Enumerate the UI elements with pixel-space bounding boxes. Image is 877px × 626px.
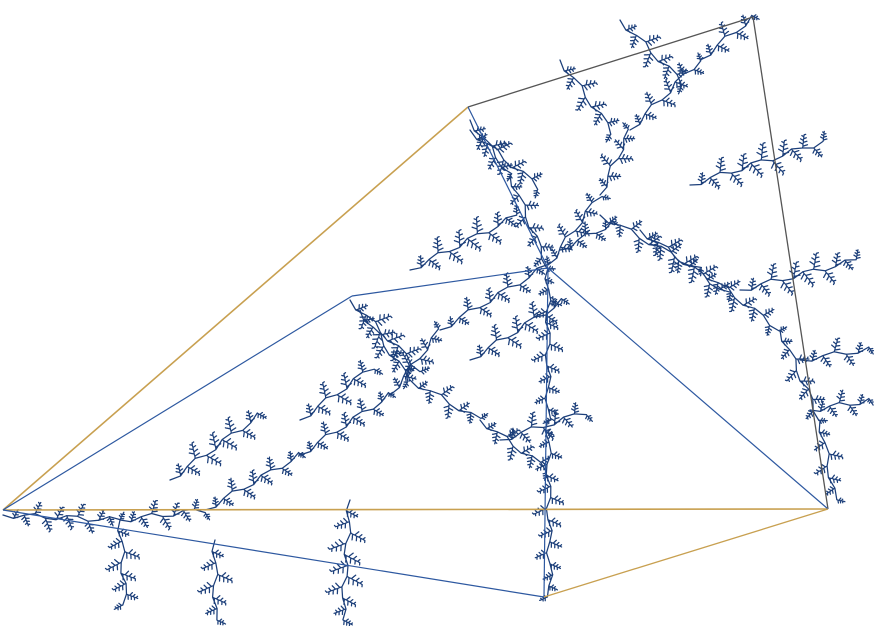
inner-edge-lower — [2, 509, 545, 598]
inner-edge-right — [547, 267, 829, 510]
inner-edge-upper-left — [2, 295, 353, 511]
outer-edge-base — [2, 508, 829, 511]
inner-edge-top-small — [351, 267, 549, 297]
upper-edge-right — [752, 16, 829, 510]
upper-edge-top — [467, 16, 754, 108]
inner-edge-vertical — [543, 267, 549, 598]
triangle-edges-layer — [2, 16, 829, 598]
inner-edge-diagonal — [467, 106, 549, 269]
outer-edge-left — [2, 106, 469, 511]
fern-fractal-layer — [2, 14, 875, 626]
outer-edge-base-overlap — [543, 508, 829, 598]
fern-fractal-path — [2, 14, 875, 626]
